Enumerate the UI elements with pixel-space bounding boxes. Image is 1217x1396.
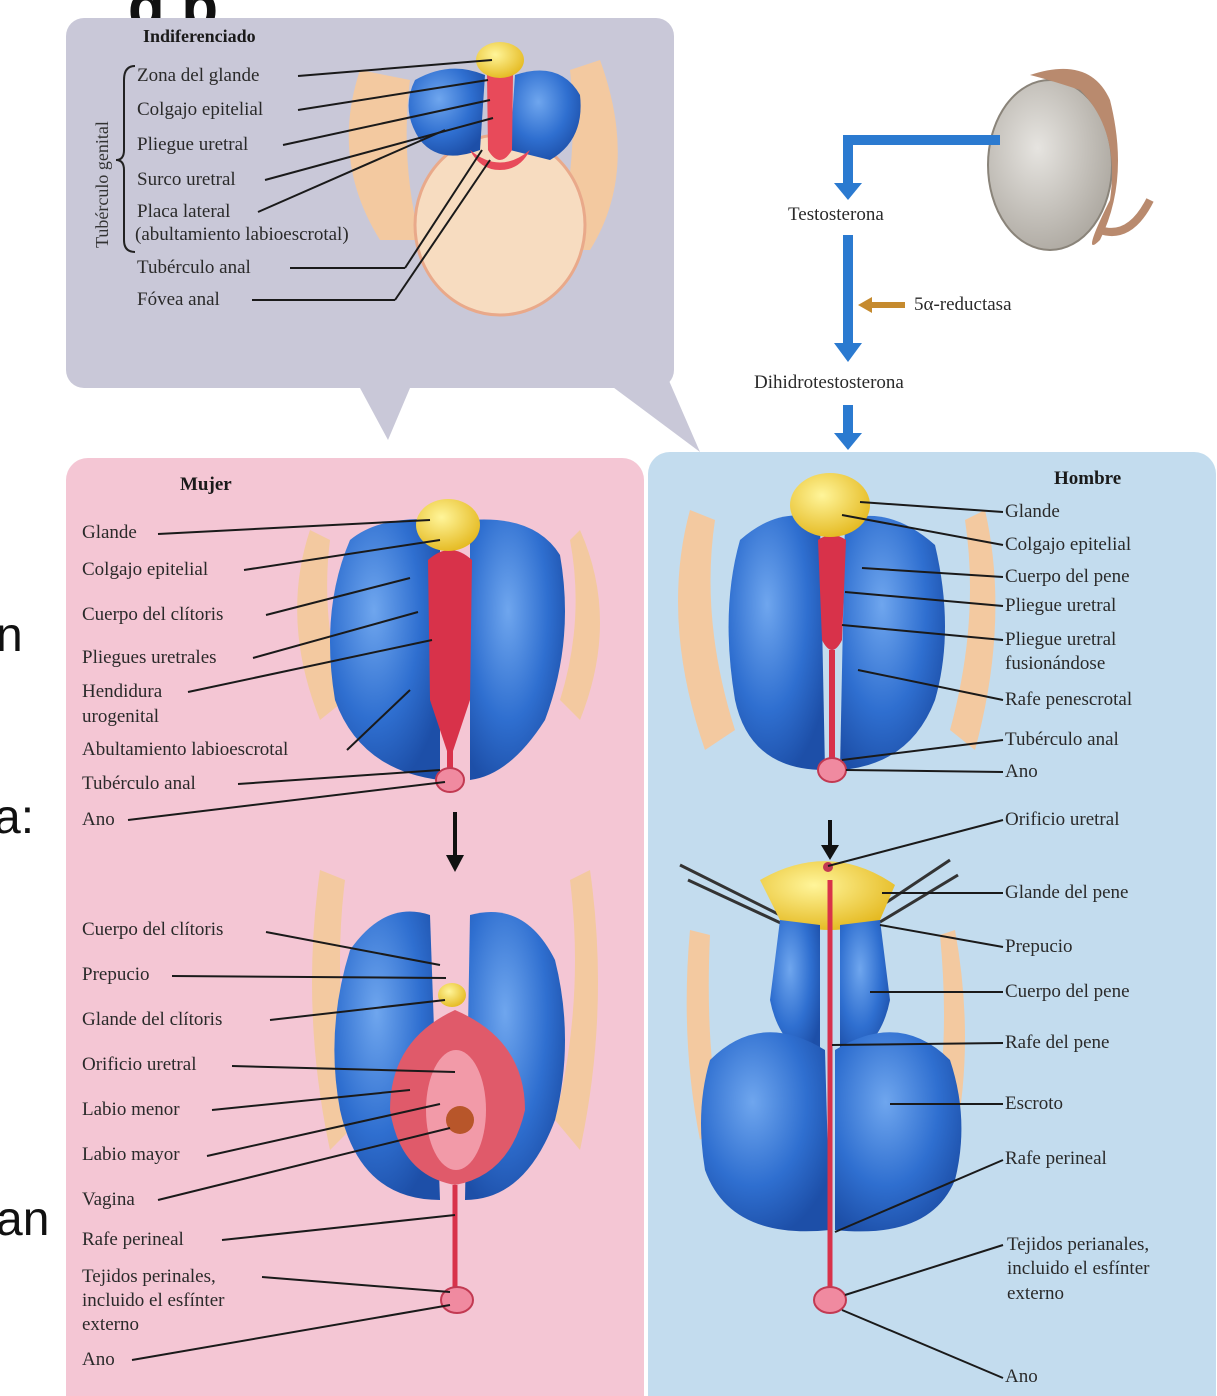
hombre-label-colgajo: Colgajo epitelial xyxy=(1005,534,1132,555)
tuberculo-genital-label: Tubérculo genital xyxy=(92,121,112,248)
slide-text-fragment: an xyxy=(0,1193,50,1246)
mujer-label-prepucio: Prepucio xyxy=(82,964,150,985)
mujer-label-ano: Ano xyxy=(82,809,115,830)
slide-text-fragment: a: xyxy=(0,791,35,844)
mujer-label-cuerpo-clitoris-2: Cuerpo del clítoris xyxy=(82,919,224,940)
hombre-label-rafe-pene: Rafe del pene xyxy=(1005,1032,1110,1053)
mujer-label-pliegues: Pliegues uretrales xyxy=(82,647,217,668)
label-tuberculo-anal: Tubérculo anal xyxy=(137,257,251,278)
leader-lines xyxy=(127,59,1004,1379)
hombre-label-pliegue-uretral: Pliegue uretral xyxy=(1005,595,1117,616)
hombre-label-tejidos: Tejidos perianales, xyxy=(1007,1234,1150,1255)
label-fovea-anal: Fóvea anal xyxy=(137,289,220,310)
mujer-upper-figure xyxy=(297,499,600,793)
hombre-upper-figure xyxy=(678,473,996,783)
mujer-label-esfinter: incluido el esfínter xyxy=(82,1290,225,1311)
testosterona-label: Testosterona xyxy=(788,204,884,225)
mujer-label-ano-2: Ano xyxy=(82,1349,115,1370)
hormone-arrows xyxy=(843,135,1000,435)
reductasa-label: 5α-reductasa xyxy=(914,294,1012,315)
hombre-label-rafe-penescrotal: Rafe penescrotal xyxy=(1005,689,1133,710)
hombre-title: Hombre xyxy=(1054,468,1122,489)
label-zona-glande: Zona del glande xyxy=(137,65,260,86)
mujer-label-cuerpo-clitoris: Cuerpo del clítoris xyxy=(82,604,224,625)
hombre-label-escroto: Escroto xyxy=(1005,1093,1064,1114)
mujer-label-urogenital: urogenital xyxy=(82,706,160,727)
slide-text-fragment: n xyxy=(0,609,23,662)
reductase-arrow xyxy=(858,297,905,313)
mujer-label-rafe-perineal: Rafe perineal xyxy=(82,1229,184,1250)
hombre-label-prepucio: Prepucio xyxy=(1005,936,1073,957)
mujer-label-externo: externo xyxy=(82,1314,139,1335)
mujer-label-colgajo: Colgajo epitelial xyxy=(82,559,209,580)
callout-tail-left xyxy=(360,388,410,440)
hombre-label-fusionandose: fusionándose xyxy=(1005,653,1106,674)
mujer-label-labio-menor: Labio menor xyxy=(82,1099,180,1120)
hombre-label-externo: externo xyxy=(1007,1283,1064,1304)
indiferenciado-title: Indiferenciado xyxy=(143,26,256,46)
hombre-label-pliegue-uretral-2: Pliegue uretral xyxy=(1005,629,1117,650)
mujer-label-glande: Glande xyxy=(82,522,137,543)
label-abultamiento: (abultamiento labioescrotal) xyxy=(135,224,349,245)
hombre-label-cuerpo-pene-2: Cuerpo del pene xyxy=(1005,981,1130,1002)
mujer-title: Mujer xyxy=(180,474,232,495)
hombre-label-ano: Ano xyxy=(1005,761,1038,782)
mujer-label-glande-clitoris: Glande del clítoris xyxy=(82,1009,223,1030)
mujer-label-vagina: Vagina xyxy=(82,1189,135,1210)
label-colgajo-epitelial: Colgajo epitelial xyxy=(137,99,264,120)
mujer-label-orificio-uretral: Orificio uretral xyxy=(82,1054,197,1075)
dht-label: Dihidrotestosterona xyxy=(754,372,904,393)
label-surco-uretral: Surco uretral xyxy=(137,169,236,190)
hombre-label-glande-pene: Glande del pene xyxy=(1005,882,1129,903)
testicle-illustration xyxy=(987,68,1154,251)
hombre-label-orificio-uretral: Orificio uretral xyxy=(1005,809,1120,830)
mujer-label-hendidura: Hendidura xyxy=(82,681,163,702)
mujer-lower-figure xyxy=(312,870,598,1314)
callout-tail-right xyxy=(590,360,700,452)
hombre-label-glande: Glande xyxy=(1005,501,1060,522)
mujer-label-tejidos: Tejidos perinales, xyxy=(82,1266,216,1287)
label-placa-lateral: Placa lateral xyxy=(137,201,231,222)
mujer-label-abultamiento: Abultamiento labioescrotal xyxy=(82,739,289,760)
hombre-label-ano-2: Ano xyxy=(1005,1366,1038,1387)
mujer-label-labio-mayor: Labio mayor xyxy=(82,1144,180,1165)
hombre-label-tuberculo-anal: Tubérculo anal xyxy=(1005,729,1119,750)
hombre-label-rafe-perineal: Rafe perineal xyxy=(1005,1148,1107,1169)
stage-arrows xyxy=(453,812,832,858)
hombre-label-cuerpo-pene: Cuerpo del pene xyxy=(1005,566,1130,587)
mujer-label-tuberculo-anal: Tubérculo anal xyxy=(82,773,196,794)
indiferenciado-figure xyxy=(348,42,618,317)
label-pliegue-uretral: Pliegue uretral xyxy=(137,134,249,155)
hombre-label-esfinter: incluido el esfínter xyxy=(1007,1258,1150,1279)
hombre-lower-figure xyxy=(679,858,965,1314)
group-bracket xyxy=(115,65,136,253)
